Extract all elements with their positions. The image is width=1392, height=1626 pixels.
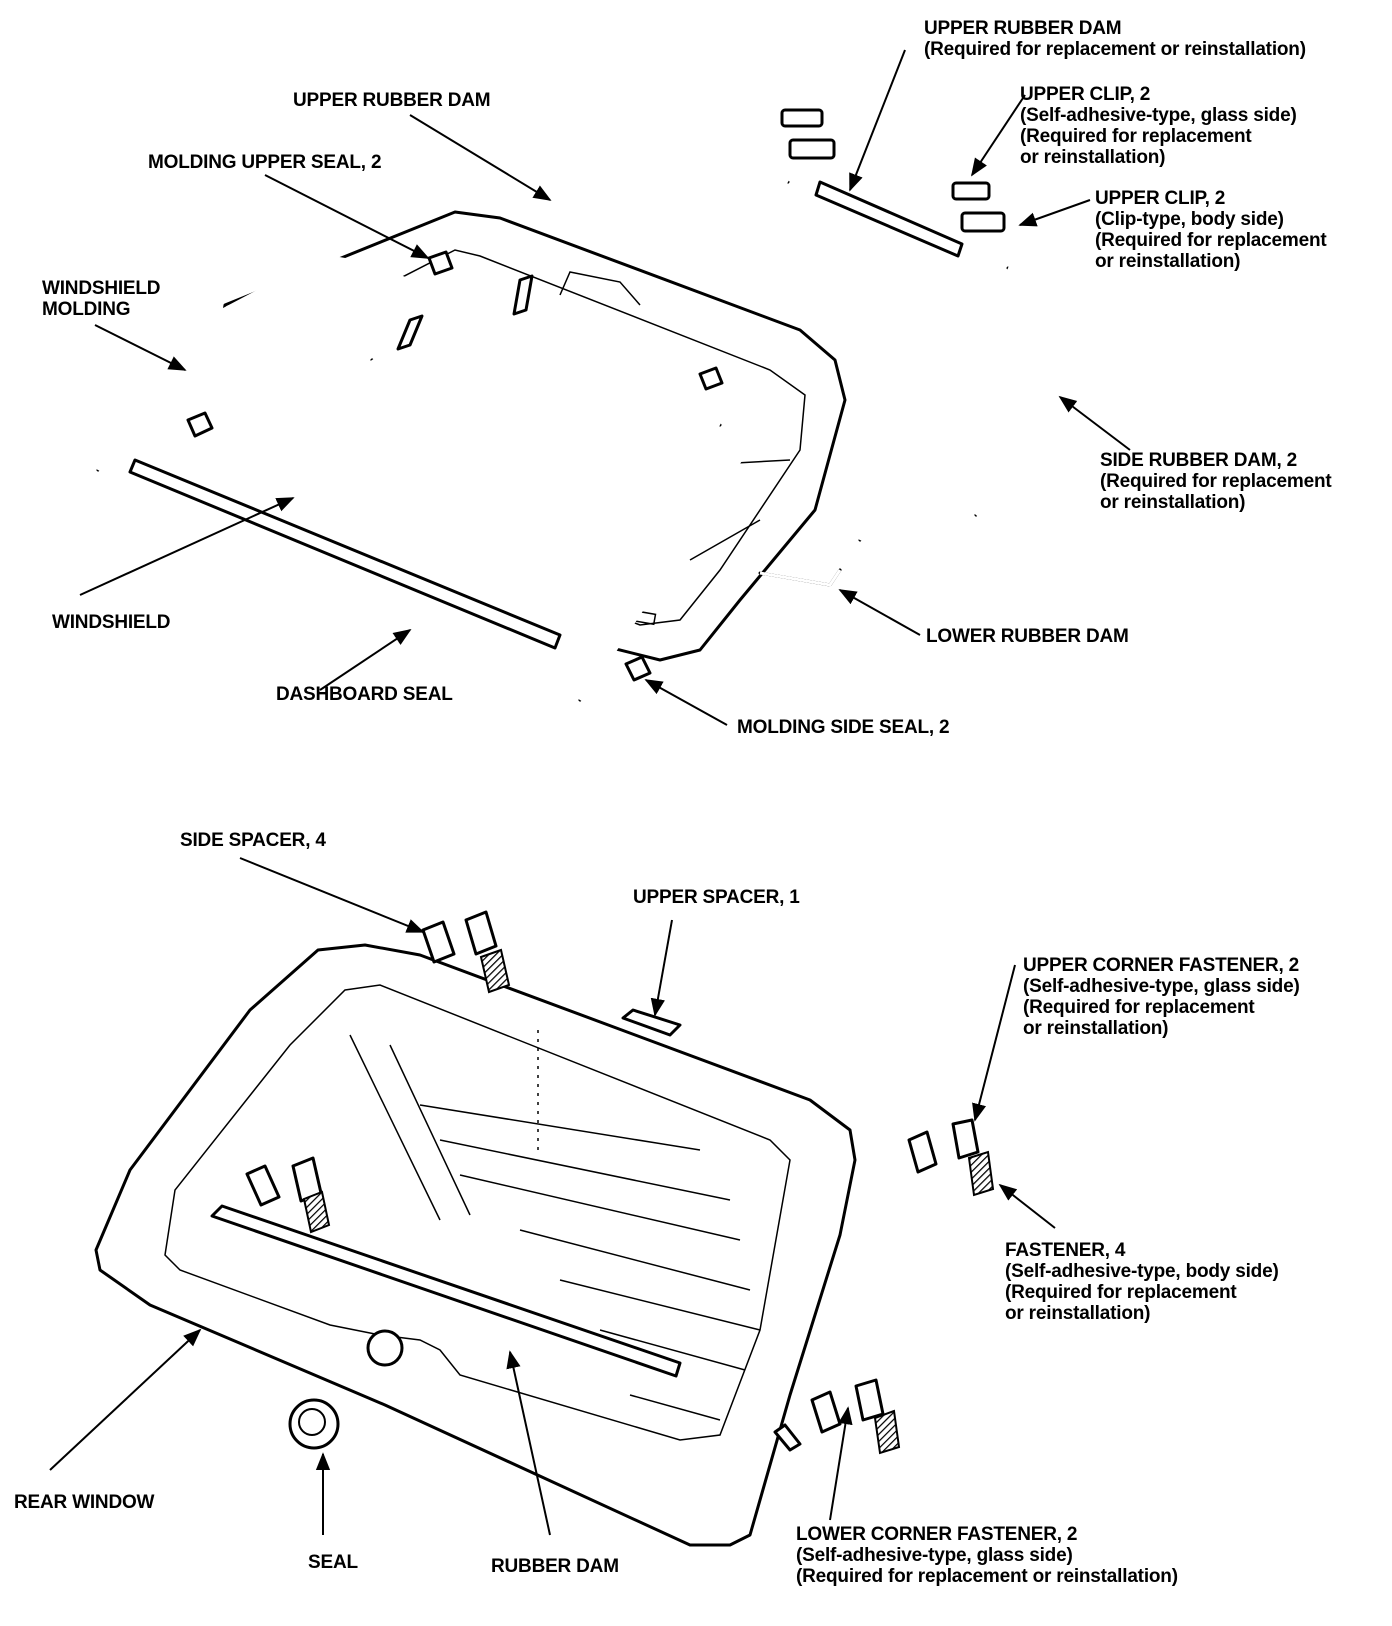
label-line: or reinstallation) — [1020, 147, 1166, 168]
label-line: (Self-adhesive-type, body side) — [1005, 1261, 1279, 1282]
label-upper-spacer: UPPER SPACER, 1 — [633, 887, 800, 908]
leader-arrows-top — [79, 49, 1131, 726]
label-line: (Required for replacement or reinstallat… — [924, 39, 1306, 60]
label-line: DASHBOARD SEAL — [276, 684, 453, 705]
label-line: SIDE SPACER, 4 — [180, 830, 326, 851]
label-dashboard-seal: DASHBOARD SEAL — [276, 684, 453, 705]
label-line: MOLDING — [42, 299, 131, 320]
label-upper-rubber-dam-top: UPPER RUBBER DAM (Required for replaceme… — [924, 18, 1306, 60]
label-line: (Required for replacement — [1005, 1282, 1237, 1303]
label-line: FASTENER, 4 — [1005, 1240, 1126, 1261]
label-side-rubber-dam: SIDE RUBBER DAM, 2 (Required for replace… — [1100, 450, 1332, 513]
label-line: MOLDING SIDE SEAL, 2 — [737, 717, 950, 738]
label-molding-side-seal: MOLDING SIDE SEAL, 2 — [737, 717, 950, 738]
label-line: (Self-adhesive-type, glass side) — [1020, 105, 1297, 126]
label-line: SEAL — [308, 1552, 358, 1573]
label-windshield: WINDSHIELD — [52, 612, 171, 633]
label-line: or reinstallation) — [1005, 1303, 1151, 1324]
label-line: SIDE RUBBER DAM, 2 — [1100, 450, 1297, 471]
rear-window-glass — [94, 943, 857, 1547]
label-line: LOWER CORNER FASTENER, 2 — [796, 1524, 1078, 1545]
label-line: RUBBER DAM — [491, 1556, 619, 1577]
label-line: LOWER RUBBER DAM — [926, 626, 1129, 647]
label-line: (Self-adhesive-type, glass side) — [1023, 976, 1300, 997]
label-line: (Self-adhesive-type, glass side) — [796, 1545, 1073, 1566]
label-upper-clip-body: UPPER CLIP, 2 (Clip-type, body side) (Re… — [1095, 188, 1327, 272]
rear-rubber-dam — [210, 1204, 682, 1378]
label-line: UPPER CLIP, 2 — [1020, 84, 1151, 105]
label-line: (Required for replacement — [1020, 126, 1252, 147]
side-rubber-dam — [974, 265, 1093, 517]
label-rear-window: REAR WINDOW — [14, 1492, 154, 1513]
label-lower-rubber-dam: LOWER RUBBER DAM — [926, 626, 1129, 647]
label-rubber-dam: RUBBER DAM — [491, 1556, 619, 1577]
upper-clips — [780, 108, 1006, 233]
label-line: UPPER SPACER, 1 — [633, 887, 800, 908]
label-side-spacer: SIDE SPACER, 4 — [180, 830, 326, 851]
label-fastener: FASTENER, 4 (Self-adhesive-type, body si… — [1005, 1240, 1279, 1324]
label-upper-rubber-dam: UPPER RUBBER DAM — [293, 90, 491, 111]
label-line: or reinstallation) — [1023, 1018, 1169, 1039]
label-molding-upper-seal: MOLDING UPPER SEAL, 2 — [148, 152, 382, 173]
label-line: or reinstallation) — [1100, 492, 1246, 513]
label-line: WINDSHIELD — [42, 278, 161, 299]
label-line: UPPER RUBBER DAM — [293, 90, 491, 111]
label-line: UPPER RUBBER DAM — [924, 18, 1122, 39]
label-line: (Required for replacement — [1100, 471, 1332, 492]
label-line: (Required for replacement — [1095, 230, 1327, 251]
label-line: MOLDING UPPER SEAL, 2 — [148, 152, 382, 173]
windshield-molding — [94, 254, 749, 702]
label-line: (Required for replacement — [1023, 997, 1255, 1018]
label-line: REAR WINDOW — [14, 1492, 155, 1513]
label-line: UPPER CLIP, 2 — [1095, 188, 1226, 209]
label-line: (Clip-type, body side) — [1095, 209, 1284, 230]
label-line: or reinstallation) — [1095, 251, 1241, 272]
label-lower-corner-fastener: LOWER CORNER FASTENER, 2 (Self-adhesive-… — [796, 1524, 1178, 1587]
leader-arrows-bottom — [49, 857, 1056, 1536]
label-upper-clip-glass: UPPER CLIP, 2 (Self-adhesive-type, glass… — [1020, 84, 1297, 168]
label-line: WINDSHIELD — [52, 612, 171, 633]
rear-seal-hole — [366, 1329, 404, 1367]
lower-rubber-dam — [758, 568, 842, 587]
loose-seal — [288, 1398, 340, 1450]
label-line: (Required for replacement or reinstallat… — [796, 1566, 1178, 1587]
small-seals — [186, 250, 724, 682]
label-seal: SEAL — [308, 1552, 358, 1573]
label-upper-corner-fastener: UPPER CORNER FASTENER, 2 (Self-adhesive-… — [1023, 955, 1300, 1039]
upper-rubber-dam-strip — [814, 180, 964, 258]
label-line: UPPER CORNER FASTENER, 2 — [1023, 955, 1300, 976]
label-windshield-molding: WINDSHIELD MOLDING — [42, 278, 161, 320]
dashboard-seal — [128, 458, 562, 650]
